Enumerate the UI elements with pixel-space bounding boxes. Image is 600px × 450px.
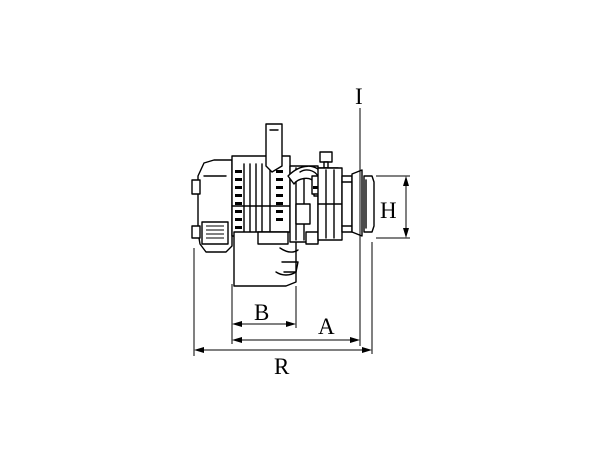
- label-h: H: [380, 198, 397, 223]
- alternator-body: [191, 123, 375, 287]
- label-a: A: [318, 314, 335, 339]
- label-r: R: [274, 354, 290, 379]
- label-i: I: [355, 84, 363, 109]
- dimension-lines: [193, 108, 410, 356]
- label-b: B: [254, 300, 269, 325]
